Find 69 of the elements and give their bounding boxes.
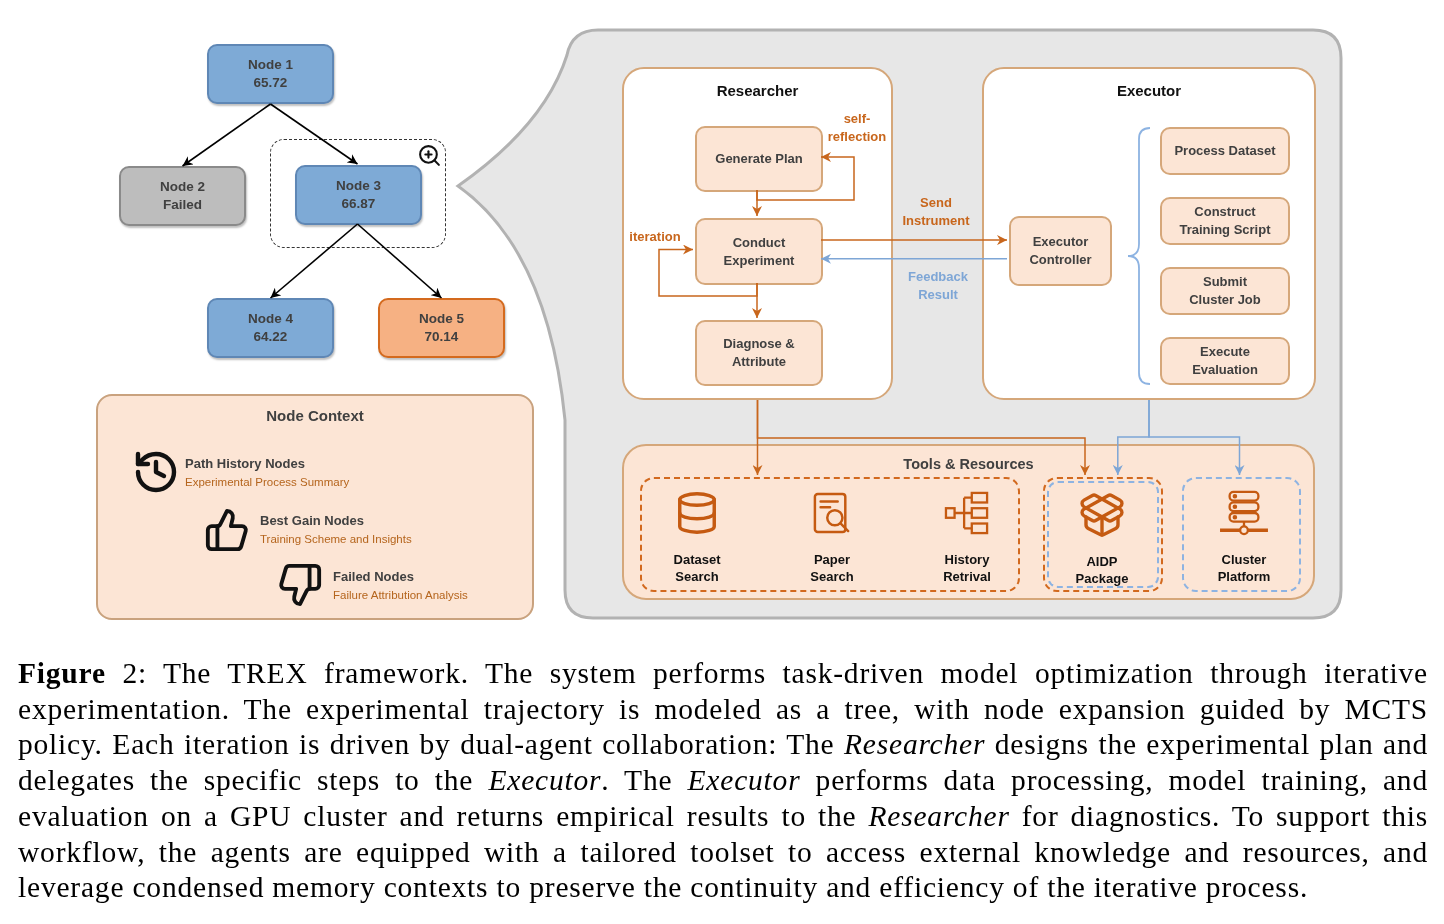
tool-group <box>1182 477 1301 592</box>
node-value: 66.87 <box>341 195 376 213</box>
node-title: Node 1 <box>248 56 293 74</box>
step-box <box>1160 127 1290 175</box>
step-label: Execute Evaluation <box>1191 343 1259 379</box>
step-label: Executor Controller <box>1028 233 1093 269</box>
arrow <box>756 399 1090 476</box>
step-label: Diagnose & Attribute <box>722 335 796 371</box>
node-title: Node 3 <box>336 177 381 195</box>
item-title: Failed Nodes <box>333 569 414 585</box>
edge-label: Send Instrument <box>901 194 971 230</box>
arrow <box>356 223 443 299</box>
step-label: Process Dataset <box>1174 142 1276 160</box>
item-description: Experimental Process Summary <box>185 475 350 490</box>
item-title: Path History Nodes <box>185 456 305 472</box>
tree-node <box>378 298 505 358</box>
arrow <box>269 103 359 165</box>
node-value: 65.72 <box>253 74 288 92</box>
agent-panel <box>982 67 1316 400</box>
arrow <box>269 223 359 299</box>
step-box <box>695 126 823 192</box>
arrow <box>756 152 855 201</box>
edge-label: self-reflection <box>826 110 888 146</box>
arrow <box>820 235 1008 246</box>
panel-title: Node Context <box>266 406 364 426</box>
panel-title: Executor <box>1116 81 1182 101</box>
tree-node <box>207 298 334 358</box>
step-box <box>695 320 823 386</box>
step-label: Construct Training Script <box>1178 203 1272 239</box>
figure-caption: Figure 2: The TREX framework. The system performs task-driven model optimization through iterative experimentation. The experimental trajectory is modeled as a tree, with node expansion guided by MCTS policy. Each iteration is driven by dual-agent collaboration: The Researcher designs the experimental plan and delegates the specific steps to the Executor. The Executor performs data processing, model training, and evaluation on a GPU cluster and returns empirical results to the Researcher for diagnostics. To support this workflow, the agents are equipped with a tailored toolset to access external knowledge and resources, and leverage condensed memory contexts to preserve the continuity and efficiency of the iterative process. <box>18 656 1428 906</box>
step-label: Generate Plan <box>715 150 803 168</box>
node-title: Node 5 <box>419 310 464 328</box>
context-panel <box>96 394 534 620</box>
step-box <box>1009 216 1112 286</box>
node-value: 64.22 <box>253 328 288 346</box>
item-description: Training Scheme and Insights <box>260 532 412 547</box>
tool-group <box>640 477 1020 592</box>
panel-title: Researcher <box>716 81 799 101</box>
panel-title: Tools & Resources <box>903 455 1034 474</box>
step-box <box>1160 267 1290 315</box>
item-title: Best Gain Nodes <box>260 513 365 529</box>
arrow <box>1148 399 1245 476</box>
arrow <box>181 103 272 167</box>
zoom-frame <box>270 139 446 248</box>
tool-label: History Retrival <box>942 551 992 585</box>
step-label: Submit Cluster Job <box>1188 273 1262 309</box>
arrow <box>658 244 758 297</box>
node-title: Node 2 <box>160 178 205 196</box>
node-title: Node 4 <box>248 310 293 328</box>
arrow <box>820 253 1008 264</box>
node-value: Failed <box>163 196 202 214</box>
edge-label: Feedback Result <box>907 268 969 304</box>
tree-node <box>295 165 422 225</box>
agent-panel <box>622 67 893 400</box>
step-box <box>695 218 823 285</box>
step-box <box>1160 197 1290 245</box>
tool-label: Paper Search <box>809 551 855 585</box>
tree-node <box>119 166 246 226</box>
step-box <box>1160 337 1290 385</box>
tools-panel <box>622 444 1315 600</box>
node-value: 70.14 <box>424 328 459 346</box>
tree-node <box>207 44 334 104</box>
tool-label: Cluster Platform <box>1216 551 1272 585</box>
tool-label: AIDP Package <box>1074 553 1130 587</box>
tool-group <box>1043 477 1163 592</box>
step-label: Conduct Experiment <box>722 233 796 270</box>
tool-label: Dataset Search <box>672 551 722 585</box>
edge-label: iteration <box>629 228 681 246</box>
item-description: Failure Attribution Analysis <box>333 588 468 603</box>
